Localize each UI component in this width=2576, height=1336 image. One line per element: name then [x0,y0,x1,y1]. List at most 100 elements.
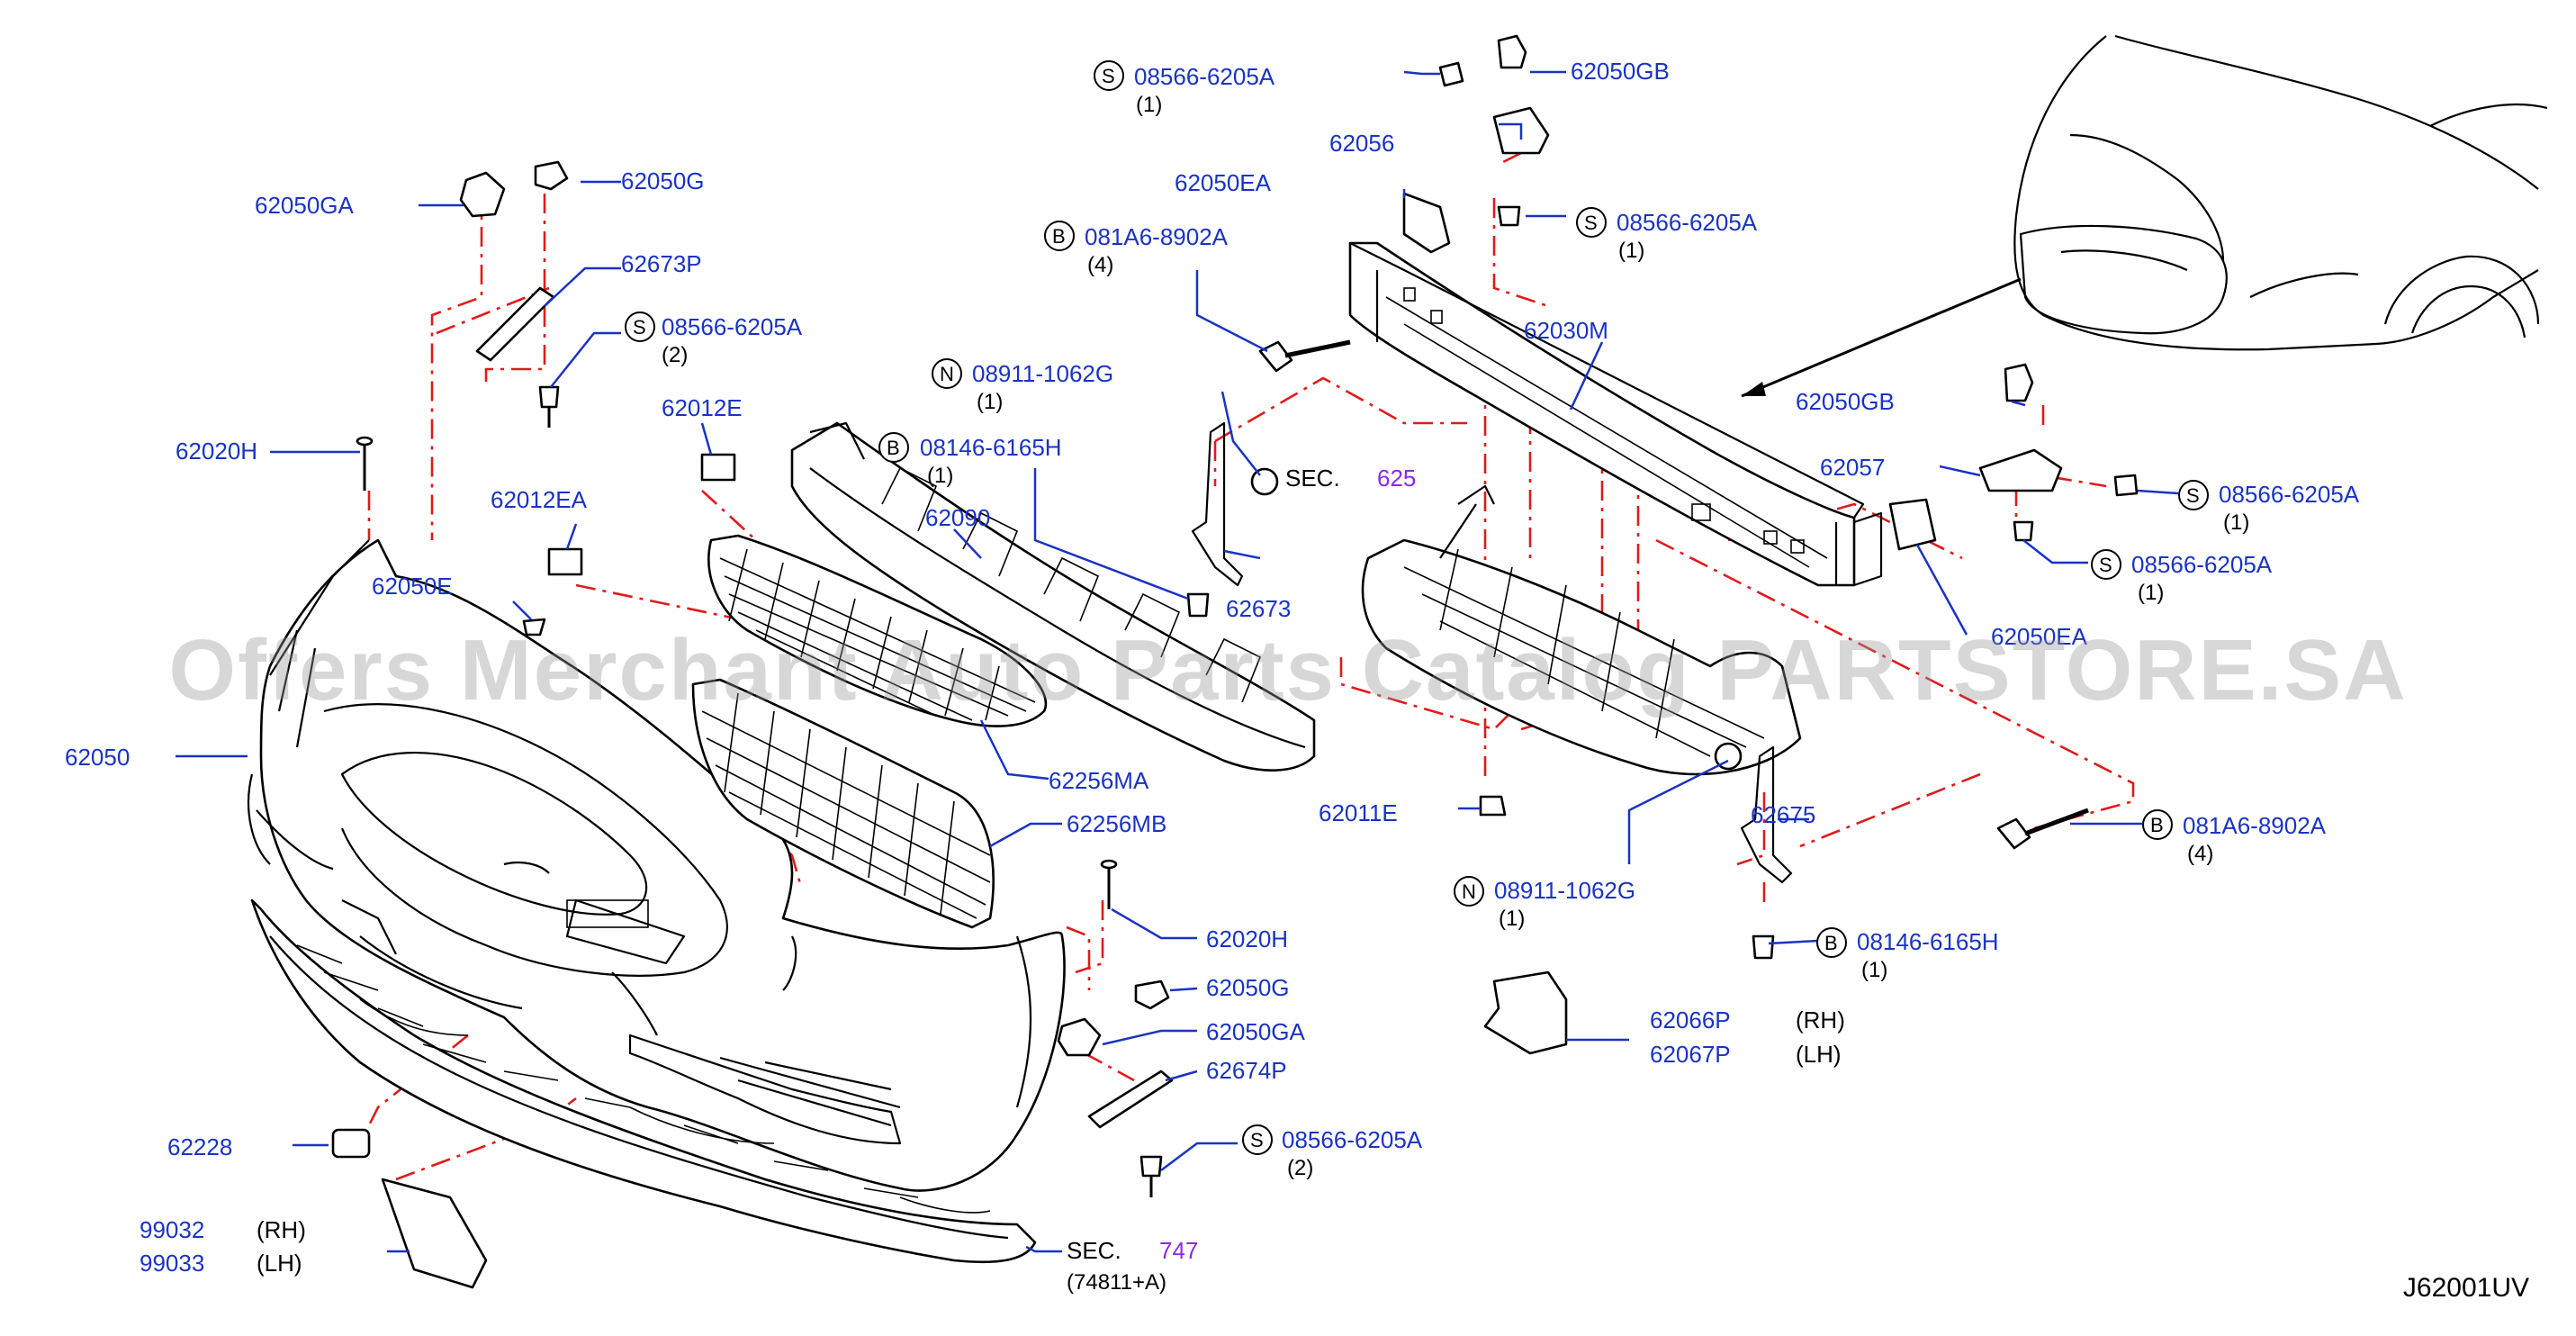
label-08566-6205A-e[interactable]: 08566-6205A [2131,551,2273,578]
label-62674P[interactable]: 62674P [1206,1057,1287,1084]
qty-1: (1) [1861,958,1887,982]
vehicle-outline-illustration [1741,34,2548,398]
label-08911-1062G[interactable]: 08911-1062G [972,360,1113,387]
label-62011E[interactable]: 62011E [1319,799,1398,826]
label-08566-6205A-top[interactable]: 08566-6205A [1134,63,1275,90]
note-rh: (RH) [1796,1007,1845,1034]
callout-labels: 62050GA 62050G 62673P S 08566-6205A (2) … [65,58,2360,1295]
section-sub: (74811+A) [1067,1270,1166,1295]
qty-4: (4) [1087,253,1113,277]
note-lh: (LH) [257,1250,302,1277]
label-62256MA[interactable]: 62256MA [1049,767,1149,794]
qty-1: (1) [2223,510,2249,535]
prefix-circle [1816,927,1847,958]
prefix-circle [932,358,962,389]
label-62050[interactable]: 62050 [65,744,130,771]
lower-grille-62256mb [691,678,995,929]
label-62050E[interactable]: 62050E [372,573,453,600]
label-08911-1062G-b[interactable]: 08911-1062G [1494,877,1635,904]
label-prefix: B [2150,814,2164,836]
label-prefix: S [633,316,646,339]
label-prefix: S [1584,212,1598,234]
prefix-circle [2142,809,2173,840]
label-62020H-b[interactable]: 62020H [1206,925,1288,952]
prefix-circle [1094,60,1124,91]
label-prefix: N [940,363,954,385]
callout-leader-lines [176,70,2179,1253]
label-081A6-8902A[interactable]: 081A6-8902A [1085,223,1229,250]
label-62012E[interactable]: 62012E [662,394,743,421]
qty-4: (4) [2187,842,2213,866]
qty-2: (2) [662,343,688,367]
prefix-circle [2091,549,2121,580]
label-62020H[interactable]: 62020H [176,438,257,465]
label-08566-6205A-b[interactable]: 08566-6205A [1282,1126,1423,1153]
label-62256MB[interactable]: 62256MB [1067,810,1166,837]
label-08566-6205A-d[interactable]: 08566-6205A [2219,481,2360,508]
label-62050EA-b[interactable]: 62050EA [1991,623,2088,650]
label-prefix: S [2099,554,2112,576]
prefix-circle [1454,876,1484,907]
small-fasteners [331,34,2139,1289]
label-62675[interactable]: 62675 [1751,801,1815,828]
prefix-circle [878,432,909,463]
label-prefix: S [1250,1129,1264,1151]
label-62066P[interactable]: 62066P [1650,1007,1731,1034]
label-62228[interactable]: 62228 [167,1133,232,1160]
bumper-reinforcement-62030m [1348,241,1883,587]
label-99033[interactable]: 99033 [140,1250,204,1277]
label-08566-6205A-c[interactable]: 08566-6205A [1617,209,1758,236]
qty-1: (1) [1499,907,1525,931]
prefix-circle [1576,207,1607,238]
label-prefix: B [887,437,900,459]
qty-1: (1) [1136,93,1162,117]
qty-1: (1) [927,464,953,488]
label-62050GA-b[interactable]: 62050GA [1206,1018,1306,1045]
bracket-62673 [1191,421,1244,587]
label-prefix: S [1102,65,1115,87]
section-link-747[interactable]: 747 [1159,1237,1198,1264]
label-prefix: B [1052,225,1066,248]
label-prefix: S [2186,484,2200,507]
label-62056[interactable]: 62056 [1329,130,1394,157]
label-62050EA[interactable]: 62050EA [1175,169,1272,196]
upper-grille-62256ma [707,534,1048,727]
label-62050G[interactable]: 62050G [621,167,705,194]
prefix-circle [625,311,655,342]
section-link-625[interactable]: 625 [1377,465,1416,492]
label-62050GA[interactable]: 62050GA [255,192,355,219]
prefix-circle [1044,221,1075,251]
label-prefix: B [1824,932,1838,954]
label-62012EA[interactable]: 62012EA [491,486,588,513]
label-08146-6165H-b[interactable]: 08146-6165H [1857,928,1999,955]
front-bumper-fascia [247,538,1066,1192]
label-99032[interactable]: 99032 [140,1216,204,1243]
energy-absorber-62090 [790,421,1316,772]
qty-1: (1) [977,390,1003,414]
qty-2: (2) [1287,1156,1313,1180]
label-62673[interactable]: 62673 [1226,595,1291,622]
label-prefix: N [1462,880,1476,903]
prefix-circle [1242,1124,1273,1155]
qty-1: (1) [2138,581,2164,605]
label-62067P[interactable]: 62067P [1650,1041,1731,1068]
label-62090[interactable]: 62090 [925,504,990,531]
lower-spoiler-undercover [250,898,1037,1264]
section-label: SEC. [1067,1237,1121,1264]
bracket-62675 [1740,745,1793,884]
qty-1: (1) [1618,239,1644,263]
lower-bracket-assembly [1361,484,1802,776]
label-62050GB[interactable]: 62050GB [1571,58,1670,85]
note-rh: (RH) [257,1216,306,1243]
label-081A6-8902A-b[interactable]: 081A6-8902A [2183,812,2327,839]
label-62673P[interactable]: 62673P [621,250,702,277]
label-62057[interactable]: 62057 [1820,454,1885,481]
diagram-id: J62001UV [2402,1273,2529,1303]
note-lh: (LH) [1796,1041,1842,1068]
label-62030M[interactable]: 62030M [1524,317,1608,344]
label-62050G-b[interactable]: 62050G [1206,974,1290,1001]
label-62050GB-b[interactable]: 62050GB [1796,388,1895,415]
label-08146-6165H[interactable]: 08146-6165H [920,434,1062,461]
label-08566-6205A-2[interactable]: 08566-6205A [662,313,803,340]
